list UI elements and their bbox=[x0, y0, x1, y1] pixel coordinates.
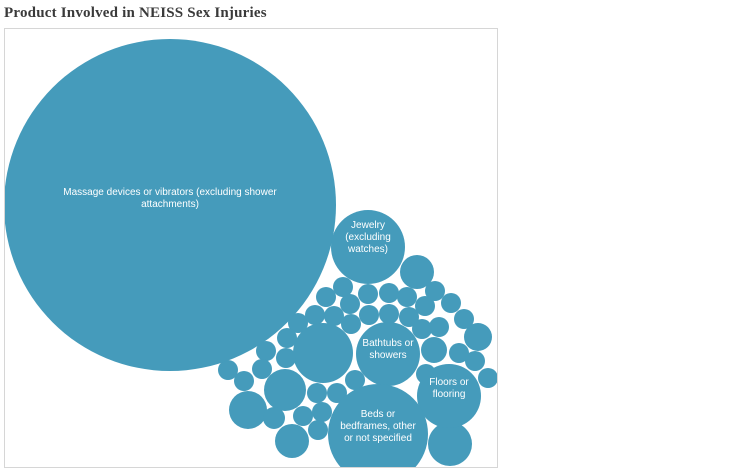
bubble-label-line: (excluding bbox=[345, 232, 391, 243]
bubble-9 bbox=[465, 351, 485, 371]
chart-frame: Massage devices or vibrators (excluding … bbox=[4, 28, 498, 468]
bubble-37 bbox=[307, 383, 327, 403]
bubble-33 bbox=[256, 341, 276, 361]
bubble-label-line: watches) bbox=[347, 244, 388, 255]
bubble-label-line: Floors or bbox=[429, 377, 469, 388]
bubble-38 bbox=[327, 383, 347, 403]
bubble-32 bbox=[276, 348, 296, 368]
bubble-23 bbox=[359, 305, 379, 325]
bubble-labeled-4 bbox=[328, 384, 428, 467]
bubble-42 bbox=[308, 420, 328, 440]
bubble-label-line: Beds or bbox=[361, 409, 396, 420]
bubble-15 bbox=[415, 296, 435, 316]
bubble-20 bbox=[379, 283, 399, 303]
bubble-30 bbox=[288, 313, 308, 333]
bubble-36 bbox=[218, 360, 238, 380]
bubble-label-line: bedframes, other bbox=[340, 421, 416, 432]
bubble-40 bbox=[312, 402, 332, 422]
bubble-18 bbox=[397, 287, 417, 307]
bubble-19 bbox=[399, 307, 419, 327]
bubble-27 bbox=[316, 287, 336, 307]
bubble-11 bbox=[449, 343, 469, 363]
bubble-39 bbox=[345, 370, 365, 390]
bubble-label-0: Massage devices or vibrators (excluding … bbox=[63, 187, 277, 210]
bubble-5 bbox=[263, 407, 285, 429]
bubble-label-line: showers bbox=[369, 350, 406, 361]
bubble-chart: Massage devices or vibrators (excluding … bbox=[5, 39, 497, 467]
bubble-0 bbox=[400, 255, 434, 289]
bubble-4 bbox=[275, 424, 309, 458]
bubble-29 bbox=[305, 305, 325, 325]
bubble-34 bbox=[252, 359, 272, 379]
bubble-8 bbox=[478, 368, 497, 388]
bubble-labeled-0 bbox=[5, 39, 336, 371]
chart-title: Product Involved in NEISS Sex Injuries bbox=[4, 5, 267, 21]
bubble-41 bbox=[293, 406, 313, 426]
bubble-16 bbox=[429, 317, 449, 337]
bubble-25 bbox=[341, 314, 361, 334]
bubble-21 bbox=[379, 304, 399, 324]
bubble-label-line: flooring bbox=[433, 389, 466, 400]
bubble-35 bbox=[234, 371, 254, 391]
bubble-31 bbox=[277, 328, 297, 348]
bubble-label-line: Bathtubs or bbox=[362, 338, 414, 349]
bubble-1 bbox=[293, 323, 353, 383]
bubble-2 bbox=[264, 369, 306, 411]
bubble-7 bbox=[464, 323, 492, 351]
bubble-label-line: or not specified bbox=[344, 433, 412, 444]
bubble-22 bbox=[358, 284, 378, 304]
bubble-26 bbox=[333, 277, 353, 297]
bubble-label-line: Jewelry bbox=[351, 220, 385, 231]
bubble-24 bbox=[340, 294, 360, 314]
bubble-labeled-2 bbox=[356, 322, 420, 386]
bubble-label-line: attachments) bbox=[141, 199, 199, 210]
bubble-13 bbox=[441, 293, 461, 313]
bubble-labeled-3 bbox=[417, 364, 481, 428]
bubble-14 bbox=[425, 281, 445, 301]
bubble-12 bbox=[454, 309, 474, 329]
bubble-10 bbox=[421, 337, 447, 363]
bubble-3 bbox=[229, 391, 267, 429]
bubble-6 bbox=[428, 422, 472, 466]
bubble-labeled-1 bbox=[331, 210, 405, 284]
bubble-17 bbox=[412, 319, 432, 339]
bubble-label-line: Massage devices or vibrators (excluding … bbox=[63, 187, 277, 198]
bubble-28 bbox=[324, 306, 344, 326]
